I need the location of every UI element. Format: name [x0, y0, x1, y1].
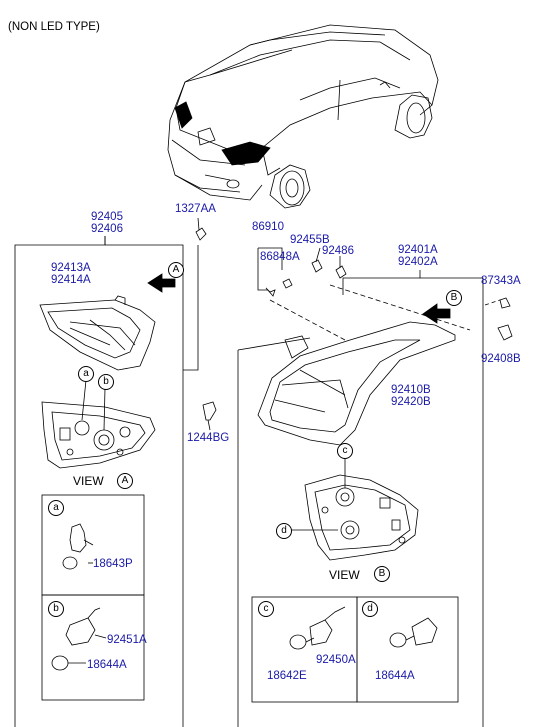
part-92451a[interactable]: 92451A [107, 634, 147, 646]
view-b-arrow-marker: B [446, 290, 462, 306]
detail-c-marker: c [258, 601, 274, 617]
part-92401a[interactable]: 92401A [398, 244, 438, 256]
car-illustration [167, 24, 439, 209]
right-tail-lamp [257, 321, 456, 446]
part-92405[interactable]: 92405 [91, 211, 123, 223]
view-arrow-b [422, 303, 451, 324]
part-1244bg[interactable]: 1244BG [187, 432, 230, 444]
part-86910[interactable]: 86910 [252, 221, 284, 233]
detail-a-marker: a [48, 500, 64, 516]
view-arrow-a [147, 273, 176, 293]
part-18644a-left[interactable]: 18644A [87, 659, 127, 671]
detail-b-marker: b [48, 601, 64, 617]
part-18643p[interactable]: 18643P [93, 558, 133, 570]
detail-d-marker: d [362, 601, 378, 617]
left-lamp-rear-view [41, 379, 156, 469]
part-92406[interactable]: 92406 [91, 223, 123, 235]
view-b-marker: B [374, 566, 390, 582]
view-a-arrow-marker: A [168, 262, 184, 278]
view-b-label: VIEW [329, 568, 360, 582]
left-assembly-frame [14, 236, 199, 727]
part-86848a[interactable]: 86848A [260, 251, 300, 263]
part-92420b[interactable]: 92420B [391, 396, 431, 408]
part-92414a[interactable]: 92414A [51, 274, 91, 286]
part-92455b[interactable]: 92455B [290, 234, 330, 246]
callout-b-marker: b [98, 374, 114, 390]
view-a-marker: A [117, 473, 133, 489]
part-92413a[interactable]: 92413A [51, 262, 91, 274]
callout-a-marker: a [78, 366, 94, 382]
right-detail-boxes [251, 596, 459, 703]
left-detail-boxes [41, 494, 145, 701]
part-18644a-right[interactable]: 18644A [375, 670, 415, 682]
part-92408b[interactable]: 92408B [481, 353, 521, 365]
part-18642e[interactable]: 18642E [267, 670, 307, 682]
part-92402a[interactable]: 92402A [398, 256, 438, 268]
view-a-label: VIEW [73, 474, 104, 488]
callout-d-marker: d [276, 523, 292, 539]
part-92486[interactable]: 92486 [322, 245, 354, 257]
part-87343a[interactable]: 87343A [481, 275, 521, 287]
callout-c-marker: c [337, 443, 353, 459]
left-inner-lamp [39, 295, 156, 371]
part-1327aa[interactable]: 1327AA [175, 203, 216, 215]
right-assembly-frame [237, 270, 501, 727]
clip-and-holder [497, 297, 513, 341]
right-lamp-rear-view [291, 458, 419, 561]
part-92450a[interactable]: 92450A [316, 654, 356, 666]
diagram-title: (NON LED TYPE) [8, 21, 100, 33]
part-92410b[interactable]: 92410B [391, 384, 431, 396]
center-parts [195, 217, 347, 431]
